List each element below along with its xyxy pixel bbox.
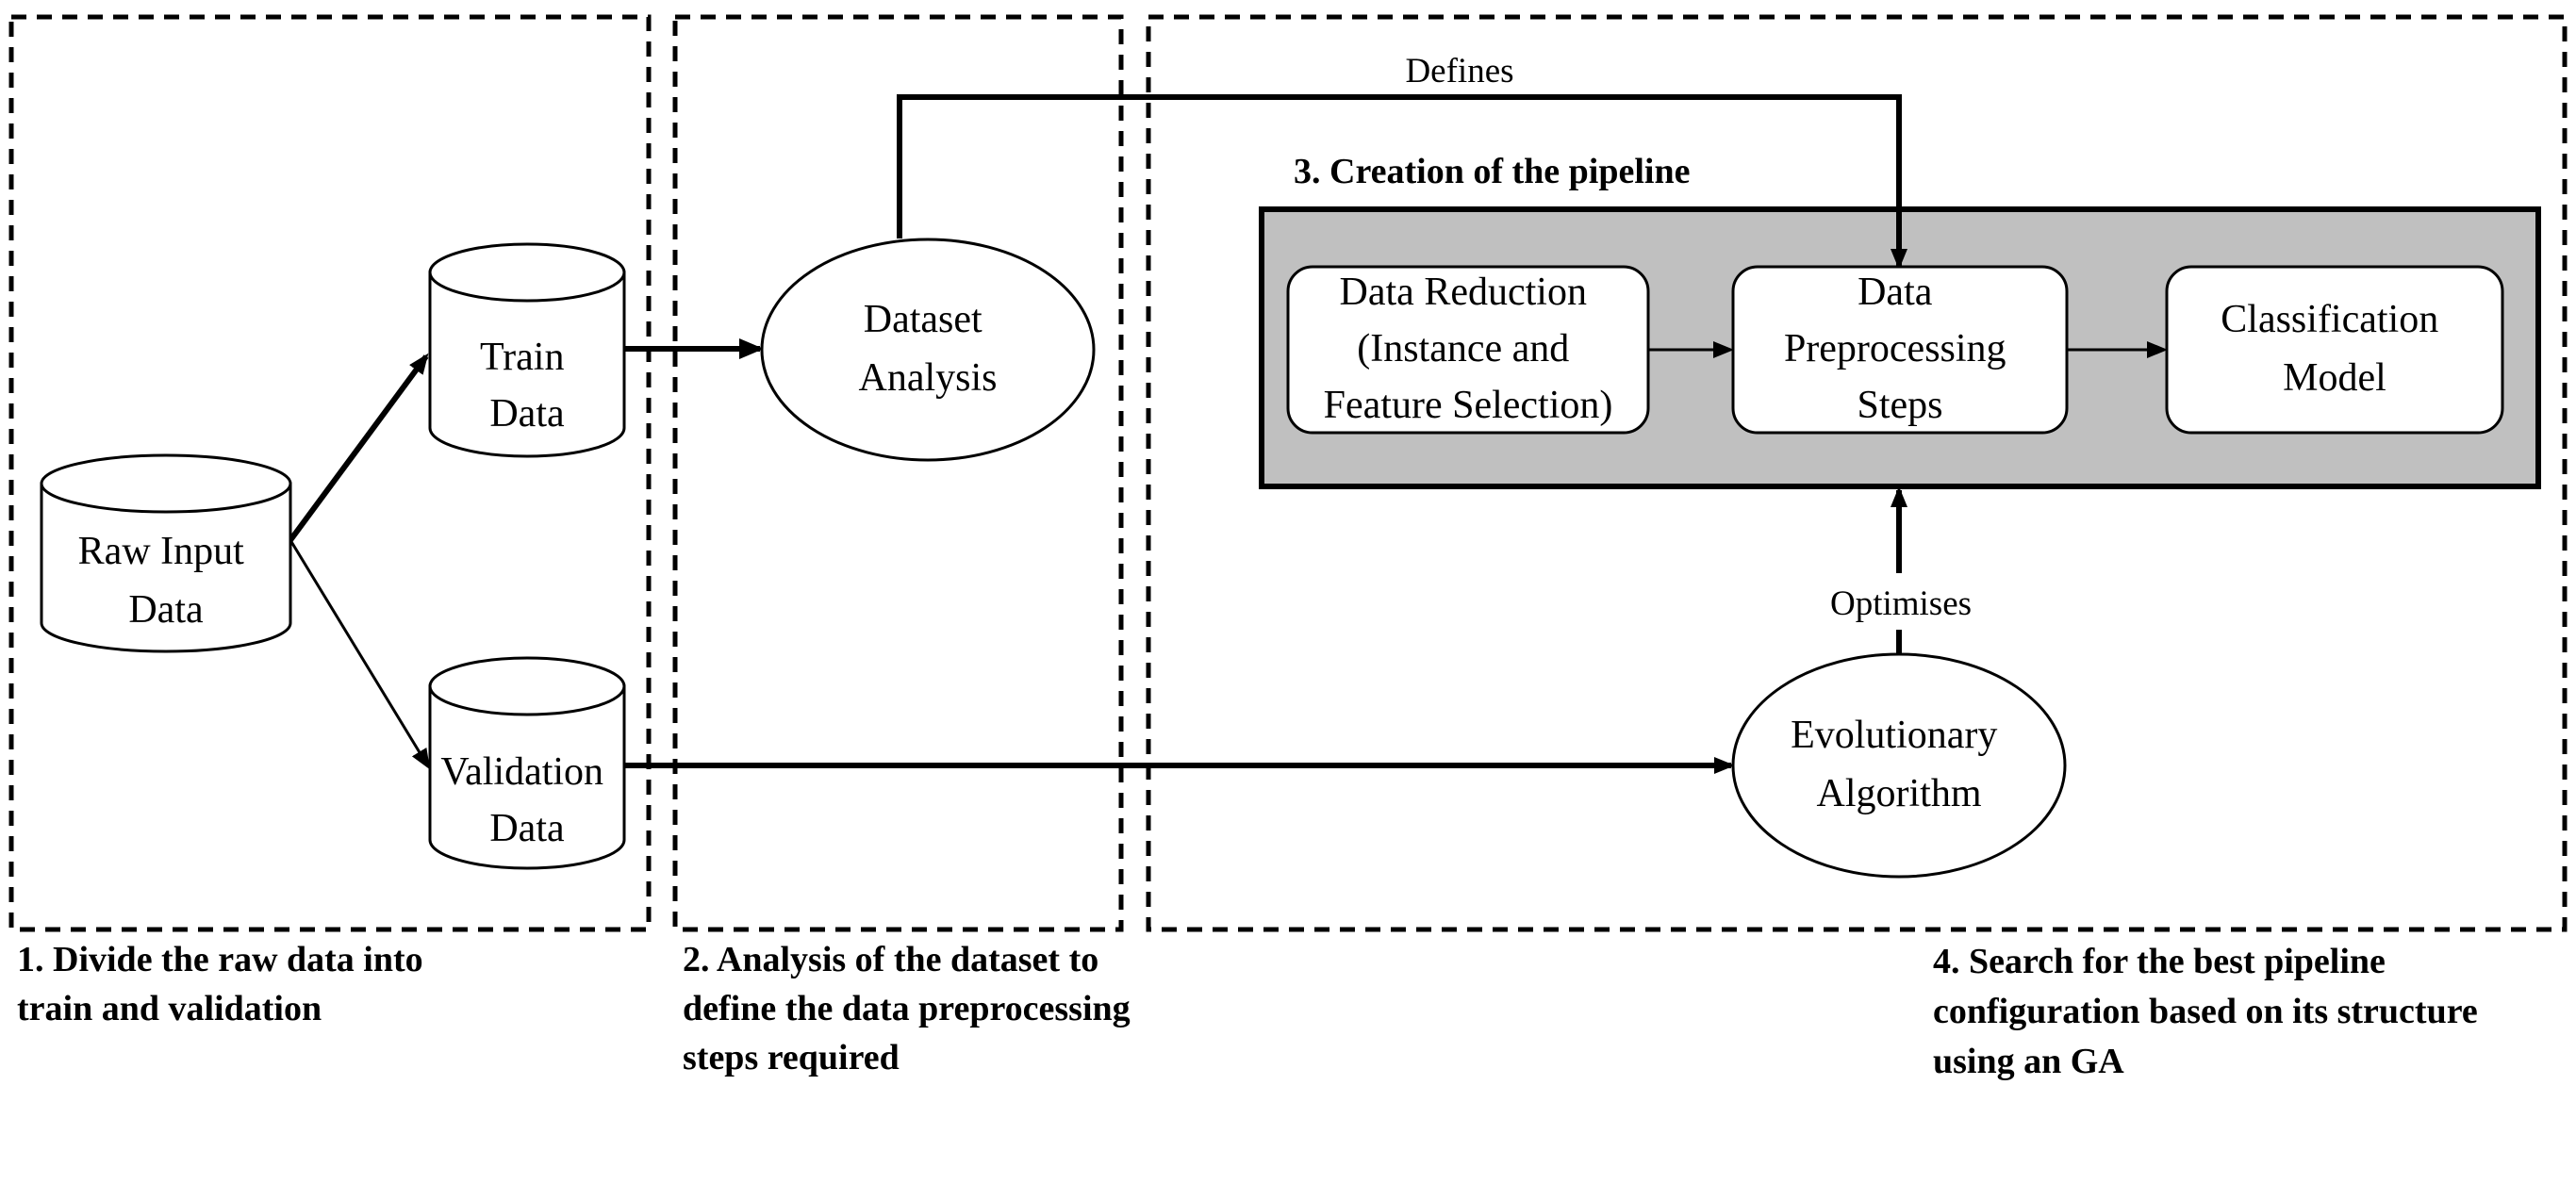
data-reduction-label: Data Reduction (Instance and Feature Sel… [1324, 271, 1613, 427]
dataset-analysis-node [760, 238, 1096, 462]
classification-model-label: Classification Model [2221, 298, 2448, 400]
pipeline-title: 3. Creation of the pipeline [1294, 152, 1690, 191]
edge-raw-to-train [288, 353, 429, 542]
optimises-label: Optimises [1830, 584, 1972, 623]
section-1-box [8, 14, 652, 932]
section-2-box [672, 14, 1124, 932]
defines-label: Defines [1405, 52, 1513, 90]
edge-defines [897, 94, 1907, 270]
edge-raw-to-validation [289, 539, 431, 770]
data-preprocessing-node [1731, 265, 2069, 435]
dataset-analysis-label: Dataset Analysis [859, 298, 998, 400]
raw-input-label: Raw Input Data [78, 530, 255, 632]
evolutionary-algorithm-node [1731, 652, 2067, 879]
evolutionary-algorithm-label: Evolutionary Algorithm [1791, 714, 2007, 815]
train-data-label: Train Data [480, 336, 574, 436]
validation-data-node [428, 656, 626, 870]
section-2-caption: 2. Analysis of the dataset to define the… [683, 940, 1139, 1077]
section-4-caption: 4. Search for the best pipeline configur… [1933, 942, 2486, 1081]
data-reduction-node [1286, 265, 1650, 435]
section-4-box [1146, 14, 2568, 932]
validation-data-label: Validation Data [440, 750, 613, 850]
train-data-node [428, 242, 626, 458]
raw-input-data-node [40, 453, 292, 653]
classification-model-node [2165, 265, 2504, 435]
data-preprocessing-label: Data Preprocessing Steps [1784, 271, 2016, 427]
section-1-caption: 1. Divide the raw data into train and va… [17, 940, 432, 1028]
